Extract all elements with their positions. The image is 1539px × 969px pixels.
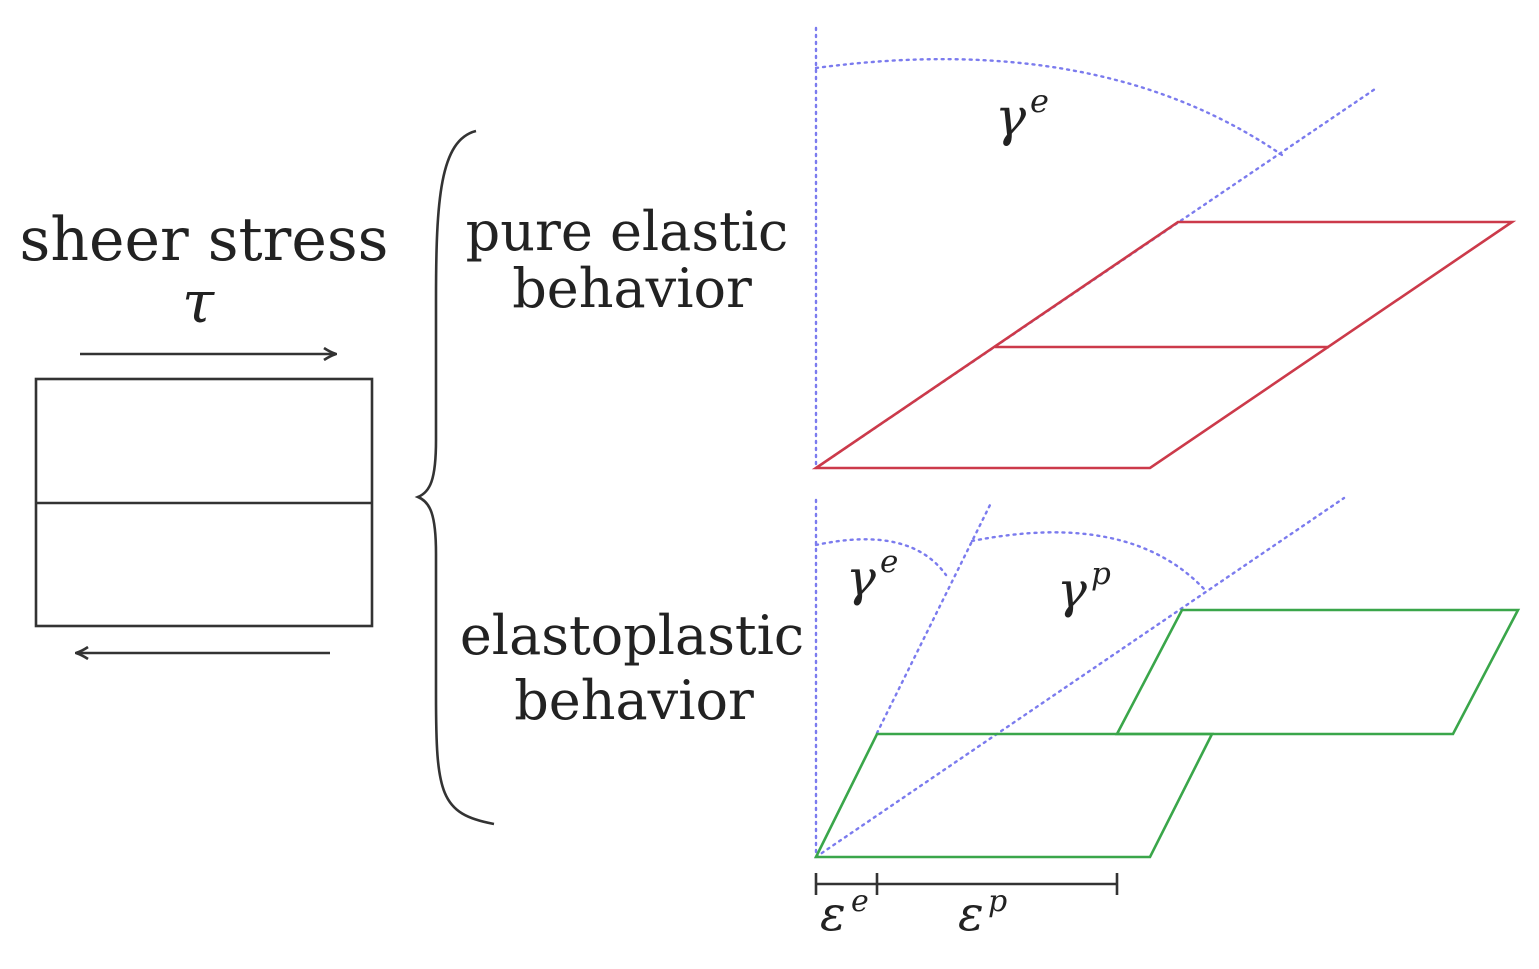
plastic-strain-base: ε (958, 886, 984, 942)
elastic-strain-label: ε e (820, 884, 869, 942)
plastic-elastic-slant-guide (875, 503, 992, 735)
elastic-gamma-label: γ e (995, 82, 1049, 148)
elastic-strain-base: ε (820, 886, 846, 942)
plastic-gamma-e-base: γ (846, 549, 876, 607)
plastic-gamma-e-sup: e (880, 544, 898, 580)
curly-brace (414, 129, 495, 826)
plastic-gamma-p-label: γ p (1057, 556, 1111, 619)
elastic-angle-arc (814, 57, 1284, 157)
plastic-lower-block (813, 732, 1215, 859)
strain-dimension-line (814, 873, 1119, 895)
plastic-gamma-e-arc (814, 538, 948, 577)
plastic-gamma-p-base: γ (1057, 561, 1087, 619)
elastoplastic-label-line2: behavior (514, 669, 754, 732)
stress-title: sheer stress (20, 205, 389, 275)
plastic-strain-sup: p (988, 884, 1007, 919)
tau-symbol: τ (182, 268, 215, 336)
elastic-deformed-block (811, 220, 1517, 470)
plastic-strain-label: ε p (958, 884, 1007, 942)
plastic-total-slant-guide (814, 496, 1346, 859)
elastic-strain-sup: e (851, 884, 869, 919)
elastic-label-line2: behavior (512, 257, 752, 320)
plastic-gamma-p-arc (970, 531, 1207, 592)
plastic-upper-block (1114, 608, 1521, 736)
plastic-gamma-e-label: γ e (846, 544, 898, 607)
elastic-gamma-sup: e (1030, 82, 1049, 120)
elastic-gamma-base: γ (995, 88, 1027, 148)
elastic-label-line1: pure elastic (466, 200, 789, 263)
elastoplastic-label-line1: elastoplastic (460, 604, 804, 667)
plastic-gamma-p-sup: p (1091, 556, 1111, 592)
